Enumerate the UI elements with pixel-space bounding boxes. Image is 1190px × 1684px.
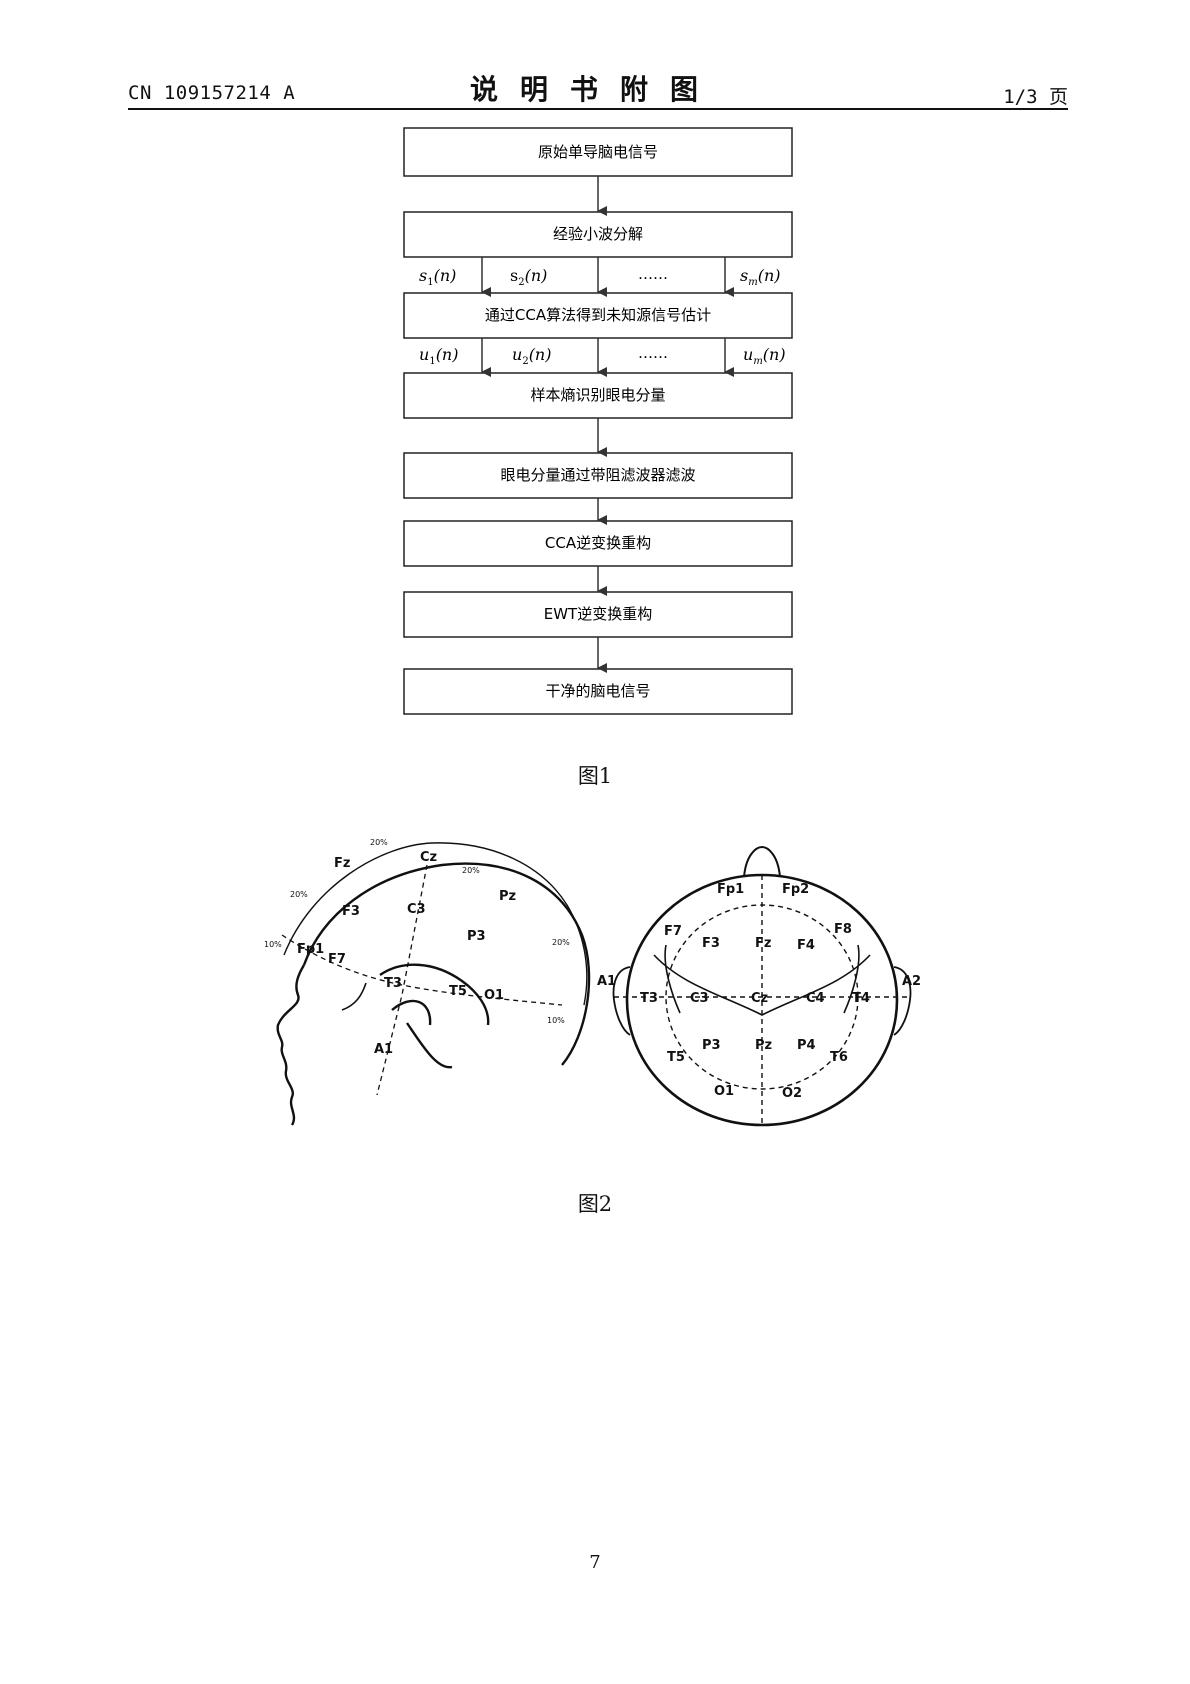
electrode-placement-figure: Fz Cz Pz F3 C3 P3 Fp1 F7 T3 T5 O1 A1 20%… <box>264 838 921 1127</box>
top-label-a1: A1 <box>597 974 616 989</box>
top-view-head <box>612 845 912 1127</box>
signal-ellipsis: …… <box>638 265 668 283</box>
flow-box-6: CCA逆变换重构 <box>403 520 793 567</box>
side-label-a1: A1 <box>374 1042 393 1057</box>
top-label-t6: T6 <box>830 1050 848 1065</box>
signal-s1-label: s1(n) <box>419 266 456 288</box>
signal-um-label: um(n) <box>743 345 786 367</box>
flow-box-8: 干净的脑电信号 <box>403 668 793 715</box>
flow-box-2: 经验小波分解 <box>403 211 793 258</box>
flow-box-4: 样本熵识别眼电分量 <box>403 372 793 419</box>
top-label-f8: F8 <box>834 922 852 937</box>
side-label-t5: T5 <box>449 984 467 999</box>
flow-box-4-label: 样本熵识别眼电分量 <box>530 386 665 404</box>
page-indicator: 1/3 页 <box>1003 86 1068 108</box>
flow-box-7-label: EWT逆变换重构 <box>544 605 652 623</box>
signal-u2-label: u2(n) <box>512 345 551 367</box>
flow-box-3: 通过CCA算法得到未知源信号估计 <box>403 292 793 339</box>
flow-box-5-label: 眼电分量通过带阻滤波器滤波 <box>500 466 695 484</box>
figure-1-caption: 图1 <box>577 764 613 788</box>
side-label-c3: C3 <box>407 902 426 917</box>
side-label-fz: Fz <box>334 856 350 871</box>
side-label-f7: F7 <box>328 952 346 967</box>
top-label-cz: Cz <box>751 991 768 1006</box>
flow-box-1-label: 原始单导脑电信号 <box>538 143 658 161</box>
flowchart: 原始单导脑电信号 经验小波分解 通过CCA算法得到未知源信号估计 样本熵识别眼电… <box>403 127 793 715</box>
flow-box-8-label: 干净的脑电信号 <box>545 682 650 700</box>
side-label-pz: Pz <box>499 889 516 904</box>
top-label-f4: F4 <box>797 938 815 953</box>
side-view-head <box>276 862 591 1126</box>
flow-box-2-label: 经验小波分解 <box>553 225 643 243</box>
side-label-cz: Cz <box>420 850 437 865</box>
flow-box-1: 原始单导脑电信号 <box>403 127 793 177</box>
flow-box-3-label: 通过CCA算法得到未知源信号估计 <box>485 306 711 324</box>
side-view-arc <box>283 842 588 1006</box>
top-label-fz: Fz <box>755 936 771 951</box>
header-rule <box>128 108 1068 110</box>
top-label-fp2: Fp2 <box>782 882 809 897</box>
signal-u1-label: u1(n) <box>419 345 458 367</box>
top-label-fp1: Fp1 <box>717 882 744 897</box>
side-label-o1: O1 <box>484 988 504 1003</box>
top-label-o1: O1 <box>714 1084 734 1099</box>
side-view-dashed-lines <box>281 864 563 1096</box>
patent-number: CN 109157214 A <box>128 82 296 104</box>
top-label-a2: A2 <box>902 974 921 989</box>
side-pct-6: 10% <box>547 1016 565 1025</box>
side-label-t3: T3 <box>384 976 402 991</box>
top-label-p4: P4 <box>797 1038 816 1053</box>
top-label-o2: O2 <box>782 1086 802 1101</box>
top-label-c3: C3 <box>690 991 709 1006</box>
top-label-t5: T5 <box>667 1050 685 1065</box>
side-label-f3: F3 <box>342 904 360 919</box>
side-label-fp1: Fp1 <box>297 942 324 957</box>
signal-sm-label: sm(n) <box>740 266 781 288</box>
page-title: 说明书附图 <box>469 73 720 106</box>
side-pct-4: 20% <box>552 938 570 947</box>
top-label-t3: T3 <box>640 991 658 1006</box>
side-pct-1: 20% <box>370 838 388 847</box>
top-label-p3: P3 <box>702 1038 721 1053</box>
side-label-p3: P3 <box>467 929 486 944</box>
side-pct-2: 20% <box>290 890 308 899</box>
side-pct-3: 20% <box>462 866 480 875</box>
top-label-t4: T4 <box>852 991 870 1006</box>
top-label-f7: F7 <box>664 924 682 939</box>
flow-arrows <box>481 176 734 673</box>
top-label-c4: C4 <box>806 991 825 1006</box>
top-label-f3: F3 <box>702 936 720 951</box>
flow-box-6-label: CCA逆变换重构 <box>545 534 651 552</box>
top-label-pz: Pz <box>755 1038 772 1053</box>
signal-s2-label: s2(n) <box>510 266 547 288</box>
figure-2-caption: 图2 <box>577 1192 613 1216</box>
side-pct-5: 10% <box>264 940 282 949</box>
signal-ellipsis-2: …… <box>638 344 668 362</box>
flow-box-7: EWT逆变换重构 <box>403 591 793 638</box>
page-number: 7 <box>589 1552 601 1573</box>
flow-box-5: 眼电分量通过带阻滤波器滤波 <box>403 452 793 499</box>
